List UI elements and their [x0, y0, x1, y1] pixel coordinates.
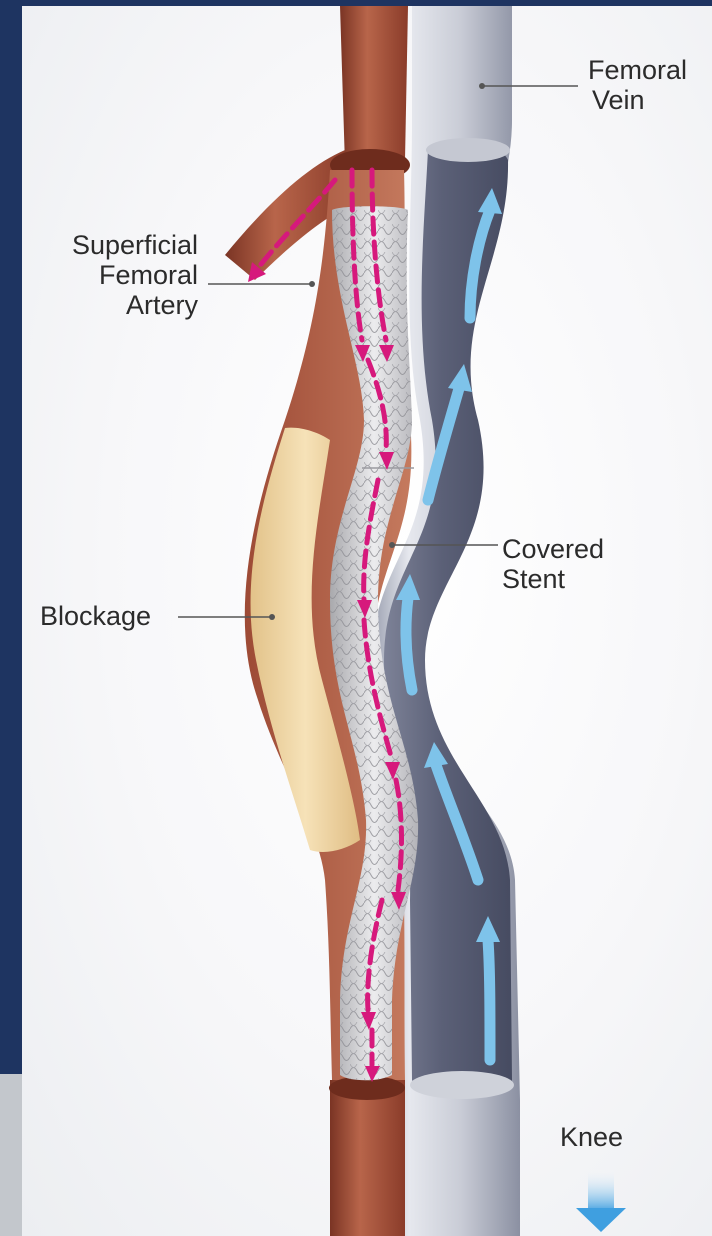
label-covered-stent: Covered Stent: [502, 534, 604, 594]
sfa-line-2: Femoral: [40, 260, 198, 290]
vein-top-opening: [426, 138, 510, 162]
femoral-vein-pointer: [479, 83, 485, 89]
covered-stent-line-1: Covered: [502, 534, 604, 564]
label-femoral-vein: Femoral Vein: [588, 55, 687, 115]
label-knee: Knee: [560, 1122, 623, 1152]
vein-bottom-opening: [410, 1071, 514, 1099]
sfa-line-1: Superficial: [40, 230, 198, 260]
femoral-vein-line-2: Vein: [588, 85, 687, 115]
knee-arrow-icon: [576, 1168, 626, 1232]
stent-pointer: [389, 542, 395, 548]
artery-pointer: [309, 281, 315, 287]
sfa-line-3: Artery: [40, 290, 198, 320]
label-blockage: Blockage: [40, 601, 151, 631]
label-superficial-femoral-artery: Superficial Femoral Artery: [40, 230, 198, 320]
artery-bottom: [330, 1080, 405, 1236]
blockage-pointer: [269, 614, 275, 620]
covered-stent-line-2: Stent: [502, 564, 604, 594]
femoral-vein-line-1: Femoral: [588, 55, 687, 85]
artery-top: [340, 6, 408, 165]
